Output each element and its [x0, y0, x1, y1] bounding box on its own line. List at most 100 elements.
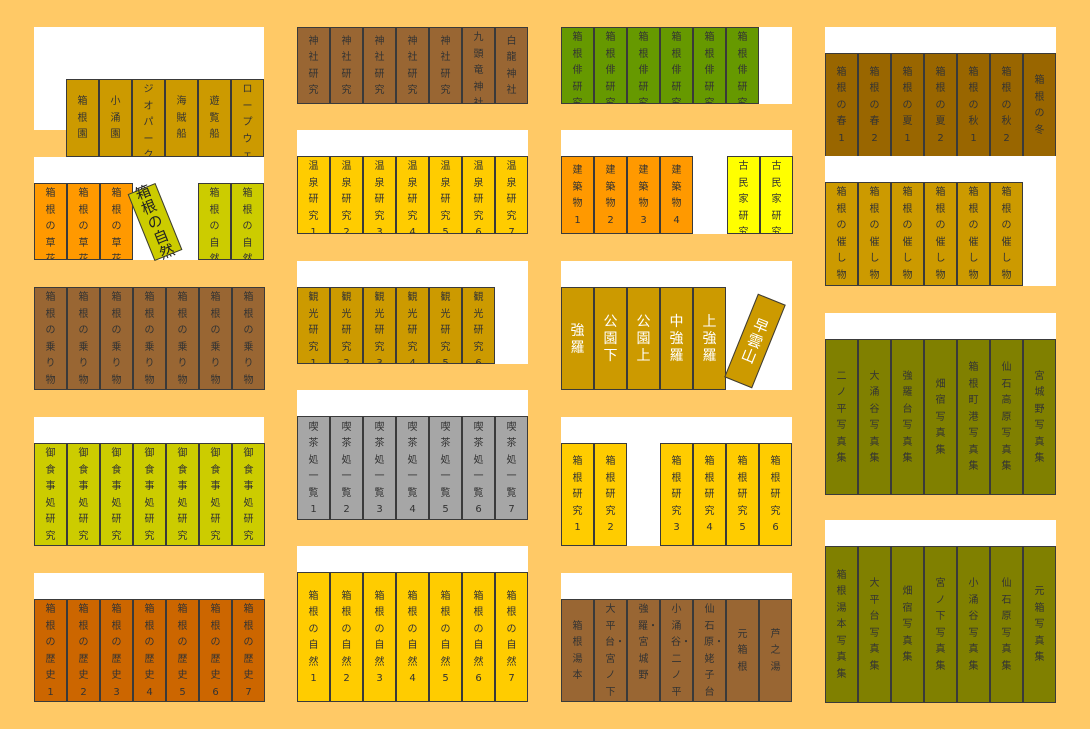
- book[interactable]: 小涌谷・二ノ平: [660, 599, 693, 702]
- book[interactable]: 観光研究3: [363, 287, 396, 364]
- book[interactable]: 箱根の自然: [198, 183, 231, 260]
- book[interactable]: 遊覧船: [198, 79, 231, 157]
- book[interactable]: 海賊船: [165, 79, 198, 157]
- book[interactable]: 箱根の秋1: [957, 53, 990, 157]
- book[interactable]: 公園上: [627, 287, 660, 390]
- book[interactable]: 箱根の催し物5: [957, 182, 990, 286]
- book[interactable]: 古民家研究: [727, 156, 760, 234]
- book[interactable]: 箱根の乗り物: [199, 287, 232, 390]
- book[interactable]: ジオパーク: [132, 79, 165, 157]
- book[interactable]: 元箱写真集: [1023, 546, 1056, 703]
- book[interactable]: 御食事処研究4: [133, 443, 166, 546]
- book[interactable]: 畑宿写真集: [891, 546, 924, 703]
- book[interactable]: 御食事処研究7: [232, 443, 265, 546]
- book[interactable]: ロープウェイ: [231, 79, 264, 157]
- book[interactable]: 観光研究2: [330, 287, 363, 364]
- book[interactable]: 箱根町港写真集: [957, 339, 990, 495]
- book[interactable]: 上強羅: [693, 287, 726, 390]
- book[interactable]: 箱根の乗り物: [100, 287, 133, 390]
- book[interactable]: 箱根の歴史7: [232, 599, 265, 702]
- book[interactable]: 建築物2: [594, 156, 627, 234]
- book[interactable]: 箱根俳研究: [660, 27, 693, 104]
- book[interactable]: 箱根研究4: [693, 443, 726, 546]
- book[interactable]: 喫茶処一覧5: [429, 416, 462, 520]
- book[interactable]: 箱根研究1: [561, 443, 594, 546]
- book[interactable]: 建築物4: [660, 156, 693, 234]
- book[interactable]: 白龍神社: [495, 27, 528, 104]
- book[interactable]: 観光研究1: [297, 287, 330, 364]
- book[interactable]: 温泉研究3: [363, 156, 396, 234]
- book[interactable]: 箱根の夏2: [924, 53, 957, 157]
- book[interactable]: 箱根の草花: [34, 183, 67, 260]
- book[interactable]: 箱根の歴史2: [67, 599, 100, 702]
- book[interactable]: 宮城野写真集: [1023, 339, 1056, 495]
- book[interactable]: 箱根の自然7: [495, 572, 528, 702]
- book[interactable]: 箱根の自然5: [429, 572, 462, 702]
- book[interactable]: 御食事処研究1: [34, 443, 67, 546]
- book[interactable]: 箱根の草花: [67, 183, 100, 260]
- book[interactable]: 箱根の乗り物: [232, 287, 265, 390]
- book[interactable]: 喫茶処一覧7: [495, 416, 528, 520]
- book[interactable]: 強羅台写真集: [891, 339, 924, 495]
- book[interactable]: 建築物3: [627, 156, 660, 234]
- book[interactable]: 箱根の乗り物: [34, 287, 67, 390]
- book[interactable]: 公園下: [594, 287, 627, 390]
- book[interactable]: 御食事処研究2: [67, 443, 100, 546]
- book[interactable]: 畑宿写真集: [924, 339, 957, 495]
- book[interactable]: 二ノ平写真集: [825, 339, 858, 495]
- book[interactable]: 箱根の歴史4: [133, 599, 166, 702]
- book[interactable]: 箱根俳研究: [726, 27, 759, 104]
- book[interactable]: 箱根の乗り物: [67, 287, 100, 390]
- book[interactable]: 箱根の自然2: [330, 572, 363, 702]
- book[interactable]: 宮ノ下写真集: [924, 546, 957, 703]
- book[interactable]: 箱根の春2: [858, 53, 891, 157]
- book[interactable]: 御食事処研究3: [100, 443, 133, 546]
- book[interactable]: 仙石高原写真集: [990, 339, 1023, 495]
- book[interactable]: 箱根研究2: [594, 443, 627, 546]
- book[interactable]: 神社研究: [330, 27, 363, 104]
- book[interactable]: 大平台写真集: [858, 546, 891, 703]
- book[interactable]: 箱根の夏1: [891, 53, 924, 157]
- book[interactable]: 箱根の自然1: [297, 572, 330, 702]
- book[interactable]: 箱根の冬: [1023, 53, 1056, 157]
- book[interactable]: 温泉研究1: [297, 156, 330, 234]
- book[interactable]: 神社研究: [363, 27, 396, 104]
- book[interactable]: 箱根研究5: [726, 443, 759, 546]
- book[interactable]: 喫茶処一覧1: [297, 416, 330, 520]
- book[interactable]: 箱根の自然: [231, 183, 264, 260]
- book[interactable]: 箱根湯本: [561, 599, 594, 702]
- book[interactable]: 箱根研究6: [759, 443, 792, 546]
- book[interactable]: 箱根の歴史6: [199, 599, 232, 702]
- book[interactable]: 観光研究4: [396, 287, 429, 364]
- book[interactable]: 御食事処研究5: [166, 443, 199, 546]
- book[interactable]: 仙石原写真集: [990, 546, 1023, 703]
- book[interactable]: 箱根の歴史5: [166, 599, 199, 702]
- book[interactable]: 小涌園: [99, 79, 132, 157]
- book[interactable]: 箱根の歴史3: [100, 599, 133, 702]
- book[interactable]: 箱根の歴史1: [34, 599, 67, 702]
- book[interactable]: 箱根の草花: [100, 183, 133, 260]
- book[interactable]: 小涌谷写真集: [957, 546, 990, 703]
- book[interactable]: 観光研究5: [429, 287, 462, 364]
- book[interactable]: 箱根の催し物4: [924, 182, 957, 286]
- book[interactable]: 温泉研究6: [462, 156, 495, 234]
- book[interactable]: 喫茶処一覧4: [396, 416, 429, 520]
- book[interactable]: 箱根の春1: [825, 53, 858, 157]
- book[interactable]: 強羅・宮城野: [627, 599, 660, 702]
- book[interactable]: 箱根湯本写真集: [825, 546, 858, 703]
- book[interactable]: 温泉研究4: [396, 156, 429, 234]
- book[interactable]: 箱根の催し物3: [891, 182, 924, 286]
- book[interactable]: 喫茶処一覧3: [363, 416, 396, 520]
- book[interactable]: 大平台・宮ノ下: [594, 599, 627, 702]
- book[interactable]: 箱根の催し物1: [825, 182, 858, 286]
- book[interactable]: 箱根俳研究: [594, 27, 627, 104]
- book[interactable]: 神社研究: [429, 27, 462, 104]
- book[interactable]: 箱根の自然6: [462, 572, 495, 702]
- book[interactable]: 喫茶処一覧2: [330, 416, 363, 520]
- book[interactable]: 古民家研究: [760, 156, 793, 234]
- book[interactable]: 箱根の自然4: [396, 572, 429, 702]
- book[interactable]: 観光研究6: [462, 287, 495, 364]
- book[interactable]: 温泉研究7: [495, 156, 528, 234]
- book[interactable]: 強羅: [561, 287, 594, 390]
- book[interactable]: 箱根研究3: [660, 443, 693, 546]
